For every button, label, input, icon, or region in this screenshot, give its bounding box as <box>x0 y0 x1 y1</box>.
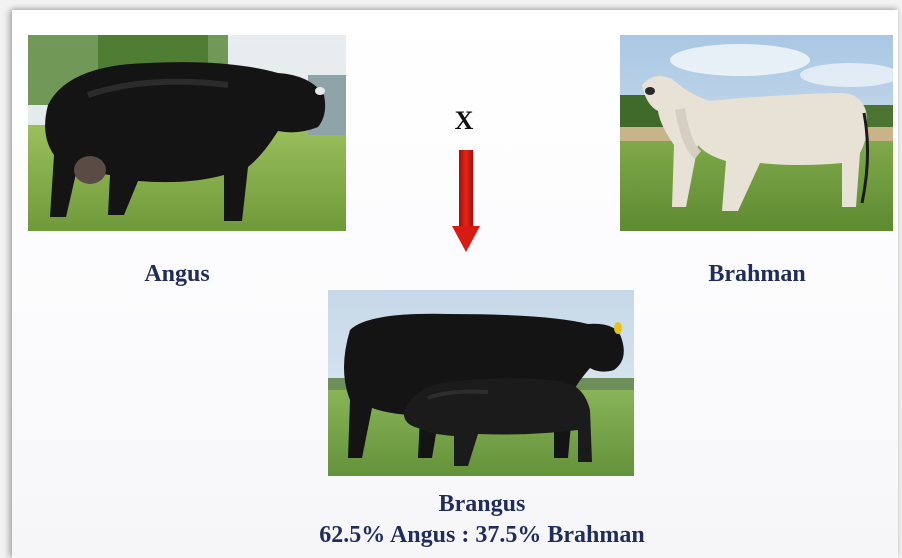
brahman-label: Brahman <box>677 261 837 288</box>
down-arrow-icon <box>452 150 480 254</box>
brahman-bull-photo <box>620 35 893 231</box>
angus-label: Angus <box>112 261 242 288</box>
brangus-label: Brangus <box>392 491 572 518</box>
cross-symbol: X <box>449 106 479 136</box>
breed-ratio-label: 62.5% Angus : 37.5% Brahman <box>252 522 712 549</box>
brangus-cow-and-calf-photo <box>328 290 634 476</box>
angus-bull-photo <box>28 35 346 231</box>
slide: X Angus Brahman Brangus 62.5% Angus : 37… <box>12 10 898 558</box>
